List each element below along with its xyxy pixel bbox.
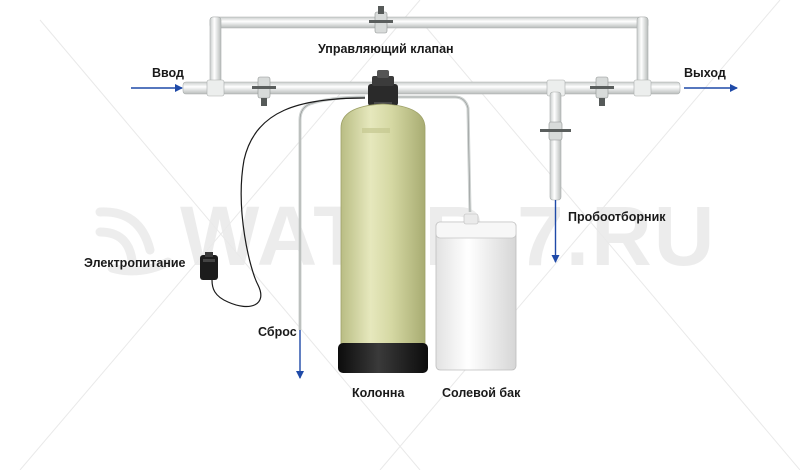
inlet-label: Ввод	[152, 66, 184, 80]
sampler-valve-icon	[540, 121, 571, 141]
bypass-pipe	[209, 16, 649, 90]
drain-label: Сброс	[258, 325, 297, 339]
power-label: Электропитание	[84, 256, 186, 270]
power-adapter-icon	[200, 252, 218, 280]
inlet-valve-icon	[252, 76, 276, 106]
column-label: Колонна	[352, 386, 405, 400]
brine-tank-label: Солевой бак	[442, 386, 521, 400]
watermark-lines	[19, 0, 800, 470]
bypass-valve-icon	[369, 6, 393, 34]
outlet-label: Выход	[684, 66, 726, 80]
watermark-logo-icon	[95, 207, 173, 276]
brine-tank	[435, 213, 517, 371]
power-cable	[211, 97, 366, 308]
sampler-label: Пробоотборник	[568, 210, 666, 224]
outlet-valve-icon	[590, 76, 614, 106]
sampler-pipe	[549, 91, 562, 201]
main-pipe	[182, 79, 681, 97]
column-tank	[338, 103, 428, 373]
control-valve-label: Управляющий клапан	[318, 42, 454, 56]
